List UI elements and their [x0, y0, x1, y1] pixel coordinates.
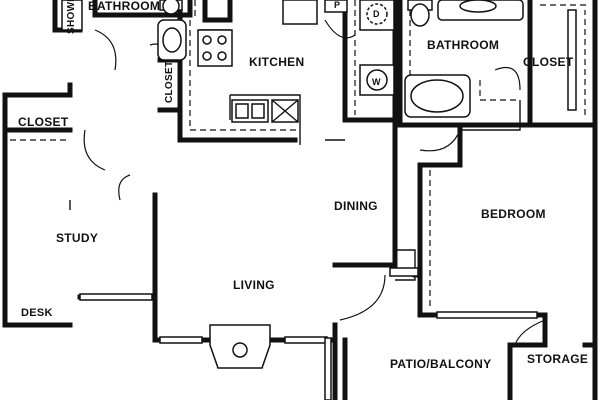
room-label-bathroom: BATHROOM	[88, 0, 161, 13]
stove	[197, 29, 233, 67]
room-label-living: LIVING	[233, 278, 275, 292]
dryer-mark: D	[373, 9, 380, 19]
fixtures	[61, 0, 524, 369]
room-label-shower: SHOWER	[66, 0, 77, 34]
cabinet-dashes	[10, 0, 590, 310]
room-label-bedroom: BEDROOM	[481, 207, 546, 221]
washer-mark: W	[372, 77, 381, 87]
pantry-mark: P	[334, 0, 341, 10]
room-label-dining: DINING	[334, 199, 378, 213]
room-label-study: STUDY	[56, 231, 99, 245]
room-label-desk: DESK	[21, 307, 53, 319]
room-label-storage: STORAGE	[527, 352, 589, 366]
room-label-patio-balcony: PATIO/BALCONY	[390, 357, 492, 371]
room-label-study-closet: CLOSET	[18, 115, 69, 129]
room-label-hall-closet: CLOSET	[164, 60, 175, 103]
interior-lines	[69, 94, 521, 281]
room-label-kitchen: KITCHEN	[249, 55, 305, 69]
room-label-bathroom-2: BATHROOM	[427, 38, 500, 52]
room-label-bedroom-closet: CLOSET	[523, 55, 574, 69]
